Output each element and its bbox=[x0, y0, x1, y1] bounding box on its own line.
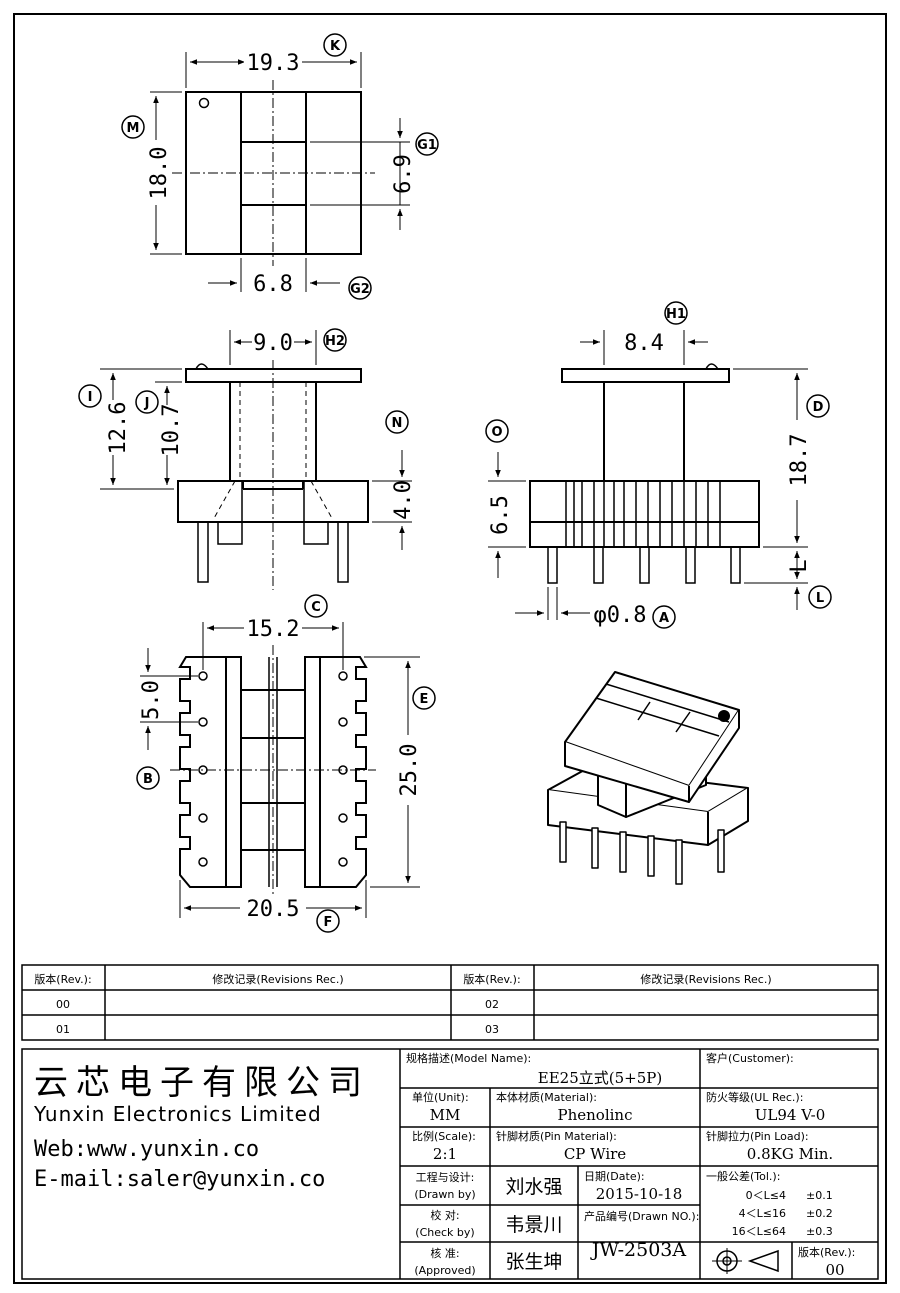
company-name-en: Yunxin Electronics Limited bbox=[33, 1102, 322, 1126]
top-width-dim: 19.3 bbox=[247, 51, 300, 76]
ul-value: UL94 V-0 bbox=[755, 1106, 826, 1124]
isometric-view bbox=[547, 671, 749, 885]
bottom-view bbox=[140, 622, 420, 918]
pin-load-label: 针脚拉力(Pin Load): bbox=[706, 1129, 809, 1143]
side-pinlen-dim: L bbox=[787, 559, 812, 572]
tol-value-3: ±0.3 bbox=[806, 1225, 833, 1238]
side-base-dim: 6.5 bbox=[488, 495, 513, 535]
approve-label-en: (Approved) bbox=[414, 1264, 475, 1277]
front-total-dim: 12.6 bbox=[106, 402, 131, 455]
material-label: 本体材质(Material): bbox=[496, 1090, 597, 1104]
label-o: O bbox=[491, 425, 502, 440]
label-h2: H2 bbox=[325, 334, 345, 349]
bottom-row-dim: 15.2 bbox=[247, 617, 300, 642]
front-span-dim: 9.0 bbox=[253, 331, 293, 356]
tol-value-2: ±0.2 bbox=[806, 1207, 833, 1220]
tol-value-1: ±0.1 bbox=[806, 1189, 833, 1202]
bottom-length-dim: 25.0 bbox=[397, 744, 422, 797]
date-value: 2015-10-18 bbox=[596, 1185, 682, 1203]
rec-header-right: 修改记录(Revisions Rec.) bbox=[640, 972, 771, 986]
rev-value: 00 bbox=[825, 1261, 844, 1279]
label-b: B bbox=[143, 772, 153, 787]
tol-range-3: 16＜L≤64 bbox=[732, 1225, 786, 1238]
top-center-dim: 6.8 bbox=[253, 272, 293, 297]
rev-label: 版本(Rev.): bbox=[798, 1245, 855, 1259]
company-name-cn: 云芯电子有限公司 bbox=[34, 1063, 370, 1103]
label-g1: G1 bbox=[417, 138, 437, 153]
scale-label: 比例(Scale): bbox=[412, 1129, 476, 1143]
check-label-cn: 校 对: bbox=[430, 1208, 459, 1222]
top-window-dim: 6.9 bbox=[391, 154, 416, 194]
tol-range-2: 4＜L≤16 bbox=[739, 1207, 786, 1220]
bottom-pitch-dim: 5.0 bbox=[139, 680, 164, 720]
front-base-dim: 4.0 bbox=[391, 480, 416, 520]
tol-range-1: 0＜L≤4 bbox=[746, 1189, 786, 1202]
label-l: L bbox=[816, 591, 824, 606]
label-k: K bbox=[330, 39, 341, 54]
pin-dia-dim: φ0.8 bbox=[594, 603, 647, 628]
ul-label: 防火等级(UL Rec.): bbox=[706, 1090, 803, 1104]
top-height-dim: 18.0 bbox=[147, 147, 172, 200]
approve-label-cn: 核 准: bbox=[430, 1246, 459, 1260]
pin-material-value: CP Wire bbox=[564, 1145, 626, 1163]
rev-row-02: 02 bbox=[485, 998, 499, 1011]
model-label: 规格描述(Model Name): bbox=[406, 1051, 531, 1065]
unit-value: MM bbox=[430, 1106, 461, 1124]
designer-label-cn: 工程与设计: bbox=[416, 1171, 475, 1184]
company-web: Web:www.yunxin.co bbox=[34, 1137, 259, 1162]
label-f: F bbox=[324, 915, 333, 930]
unit-label: 单位(Unit): bbox=[412, 1090, 469, 1104]
designer-label-en: (Drawn by) bbox=[414, 1188, 475, 1201]
label-c: C bbox=[311, 600, 321, 615]
projection-symbol-icon bbox=[712, 1248, 779, 1274]
label-d: D bbox=[813, 400, 824, 415]
side-height-dim: 18.7 bbox=[787, 434, 812, 487]
customer-label: 客户(Customer): bbox=[706, 1051, 794, 1065]
drawn-no-label: 产品编号(Drawn NO.): bbox=[584, 1209, 699, 1223]
company-email: E-mail:saler@yunxin.co bbox=[34, 1167, 325, 1192]
revision-table bbox=[21, 964, 879, 1041]
front-winding-dim: 10.7 bbox=[159, 404, 184, 457]
approve-value: 张生坤 bbox=[505, 1251, 562, 1273]
label-m: M bbox=[127, 121, 140, 136]
side-view bbox=[488, 330, 808, 620]
pin-load-value: 0.8KG Min. bbox=[747, 1145, 833, 1163]
label-g2: G2 bbox=[350, 282, 370, 297]
label-j: J bbox=[144, 396, 150, 411]
tol-label: 一般公差(Tol.): bbox=[706, 1169, 780, 1183]
model-value: EE25立式(5+5P) bbox=[538, 1069, 662, 1087]
label-a: A bbox=[659, 611, 669, 626]
scale-value: 2:1 bbox=[433, 1145, 457, 1163]
date-label: 日期(Date): bbox=[584, 1170, 645, 1183]
front-view bbox=[100, 330, 412, 590]
title-block bbox=[400, 1049, 878, 1279]
rev-row-01: 01 bbox=[56, 1023, 70, 1036]
rec-header-left: 修改记录(Revisions Rec.) bbox=[212, 972, 343, 986]
drawn-no-value: JW-2503A bbox=[590, 1239, 687, 1261]
rev-row-03: 03 bbox=[485, 1023, 499, 1036]
check-label-en: (Check by) bbox=[415, 1226, 474, 1239]
top-view bbox=[150, 52, 410, 292]
label-e: E bbox=[420, 692, 429, 707]
check-value: 韦景川 bbox=[505, 1214, 562, 1236]
rev-row-00: 00 bbox=[56, 998, 70, 1011]
material-value: Phenolinc bbox=[558, 1106, 633, 1124]
designer-value: 刘水强 bbox=[505, 1176, 562, 1198]
side-span-dim: 8.4 bbox=[624, 331, 664, 356]
rev-header-right: 版本(Rev.): bbox=[463, 972, 520, 986]
rev-header-left: 版本(Rev.): bbox=[34, 972, 91, 986]
pin-material-label: 针脚材质(Pin Material): bbox=[496, 1129, 617, 1143]
bottom-width-dim: 20.5 bbox=[247, 897, 300, 922]
label-n: N bbox=[392, 416, 403, 431]
label-i: I bbox=[88, 390, 93, 405]
label-h1: H1 bbox=[666, 307, 686, 322]
